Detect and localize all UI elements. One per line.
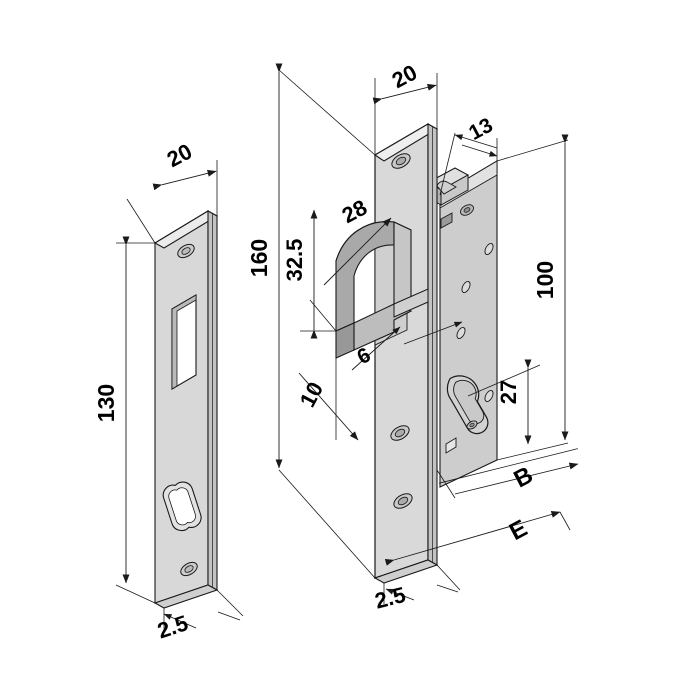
strike-plate-front-face bbox=[154, 210, 209, 604]
lock-body-assembly bbox=[335, 122, 498, 584]
dim-line bbox=[454, 134, 498, 149]
case-hole-1-inner bbox=[463, 207, 471, 213]
dim-line bbox=[454, 462, 579, 495]
case-bottom-notch bbox=[445, 437, 457, 454]
dim-label-100: 100 bbox=[532, 261, 558, 299]
ext-line bbox=[496, 139, 569, 162]
dim-label-32-5: 32.5 bbox=[282, 239, 307, 282]
strike-top-screw-hole bbox=[177, 243, 195, 259]
ext-line bbox=[115, 584, 156, 604]
strike-bottom-screw-hole bbox=[180, 561, 198, 577]
ext-line bbox=[439, 132, 456, 196]
dim-line bbox=[372, 83, 437, 105]
ext-line bbox=[126, 198, 156, 244]
dim-line bbox=[298, 372, 359, 441]
latch-tongue-side bbox=[440, 174, 469, 206]
ext-line bbox=[559, 511, 571, 531]
ext-line bbox=[439, 448, 578, 484]
dimension-cylinder-center-27: 27 bbox=[467, 359, 541, 445]
case-hole-3 bbox=[461, 281, 471, 293]
dimension-faceplate-length-160: 160 bbox=[246, 63, 376, 579]
dim-label-130: 130 bbox=[93, 384, 119, 422]
hook-bolt-stem bbox=[393, 288, 429, 318]
dim-line bbox=[436, 584, 459, 593]
ext-line bbox=[436, 564, 461, 591]
dim-line bbox=[163, 613, 197, 629]
dim-line bbox=[323, 217, 392, 286]
strike-hook-opening bbox=[171, 294, 197, 390]
dim-label-27: 27 bbox=[496, 380, 521, 404]
faceplate-screw-hole-1 bbox=[391, 153, 411, 169]
faceplate-screw-hole-2 bbox=[390, 425, 410, 441]
euro-cylinder-hole bbox=[446, 375, 489, 435]
case-hole-5 bbox=[484, 390, 494, 402]
dimension-strike-length-130: 130 bbox=[93, 236, 156, 604]
dim-line bbox=[384, 511, 561, 566]
dim-line bbox=[461, 144, 498, 157]
dim-line bbox=[351, 326, 401, 371]
dim-line bbox=[217, 611, 241, 621]
latch-tongue-round bbox=[436, 180, 457, 195]
hook-bolt bbox=[335, 221, 429, 359]
dim-label-160: 160 bbox=[246, 239, 272, 277]
ext-line bbox=[309, 299, 337, 332]
case-hole-4 bbox=[456, 327, 466, 339]
ext-line bbox=[216, 589, 244, 617]
faceplate-front-face bbox=[374, 122, 429, 579]
strike-plate-assembly bbox=[153, 210, 219, 609]
case-top-notch bbox=[440, 212, 453, 229]
ext-line bbox=[496, 442, 569, 461]
dim-line bbox=[403, 321, 463, 345]
dim-line bbox=[152, 169, 217, 191]
faceplate-screw-hole-3 bbox=[393, 493, 413, 509]
case-cylinder-screw-inner bbox=[469, 422, 475, 428]
hook-bolt-nose bbox=[335, 322, 355, 359]
ext-line bbox=[278, 469, 376, 579]
dimension-hook-center-32-5: 32.5 bbox=[282, 209, 336, 339]
dimension-case-height-100: 100 bbox=[496, 134, 569, 461]
dim-line bbox=[385, 588, 415, 601]
ext-line bbox=[278, 69, 376, 156]
ext-line bbox=[436, 469, 456, 499]
case-hole-2 bbox=[484, 243, 494, 255]
strike-oval-slot bbox=[162, 481, 202, 532]
